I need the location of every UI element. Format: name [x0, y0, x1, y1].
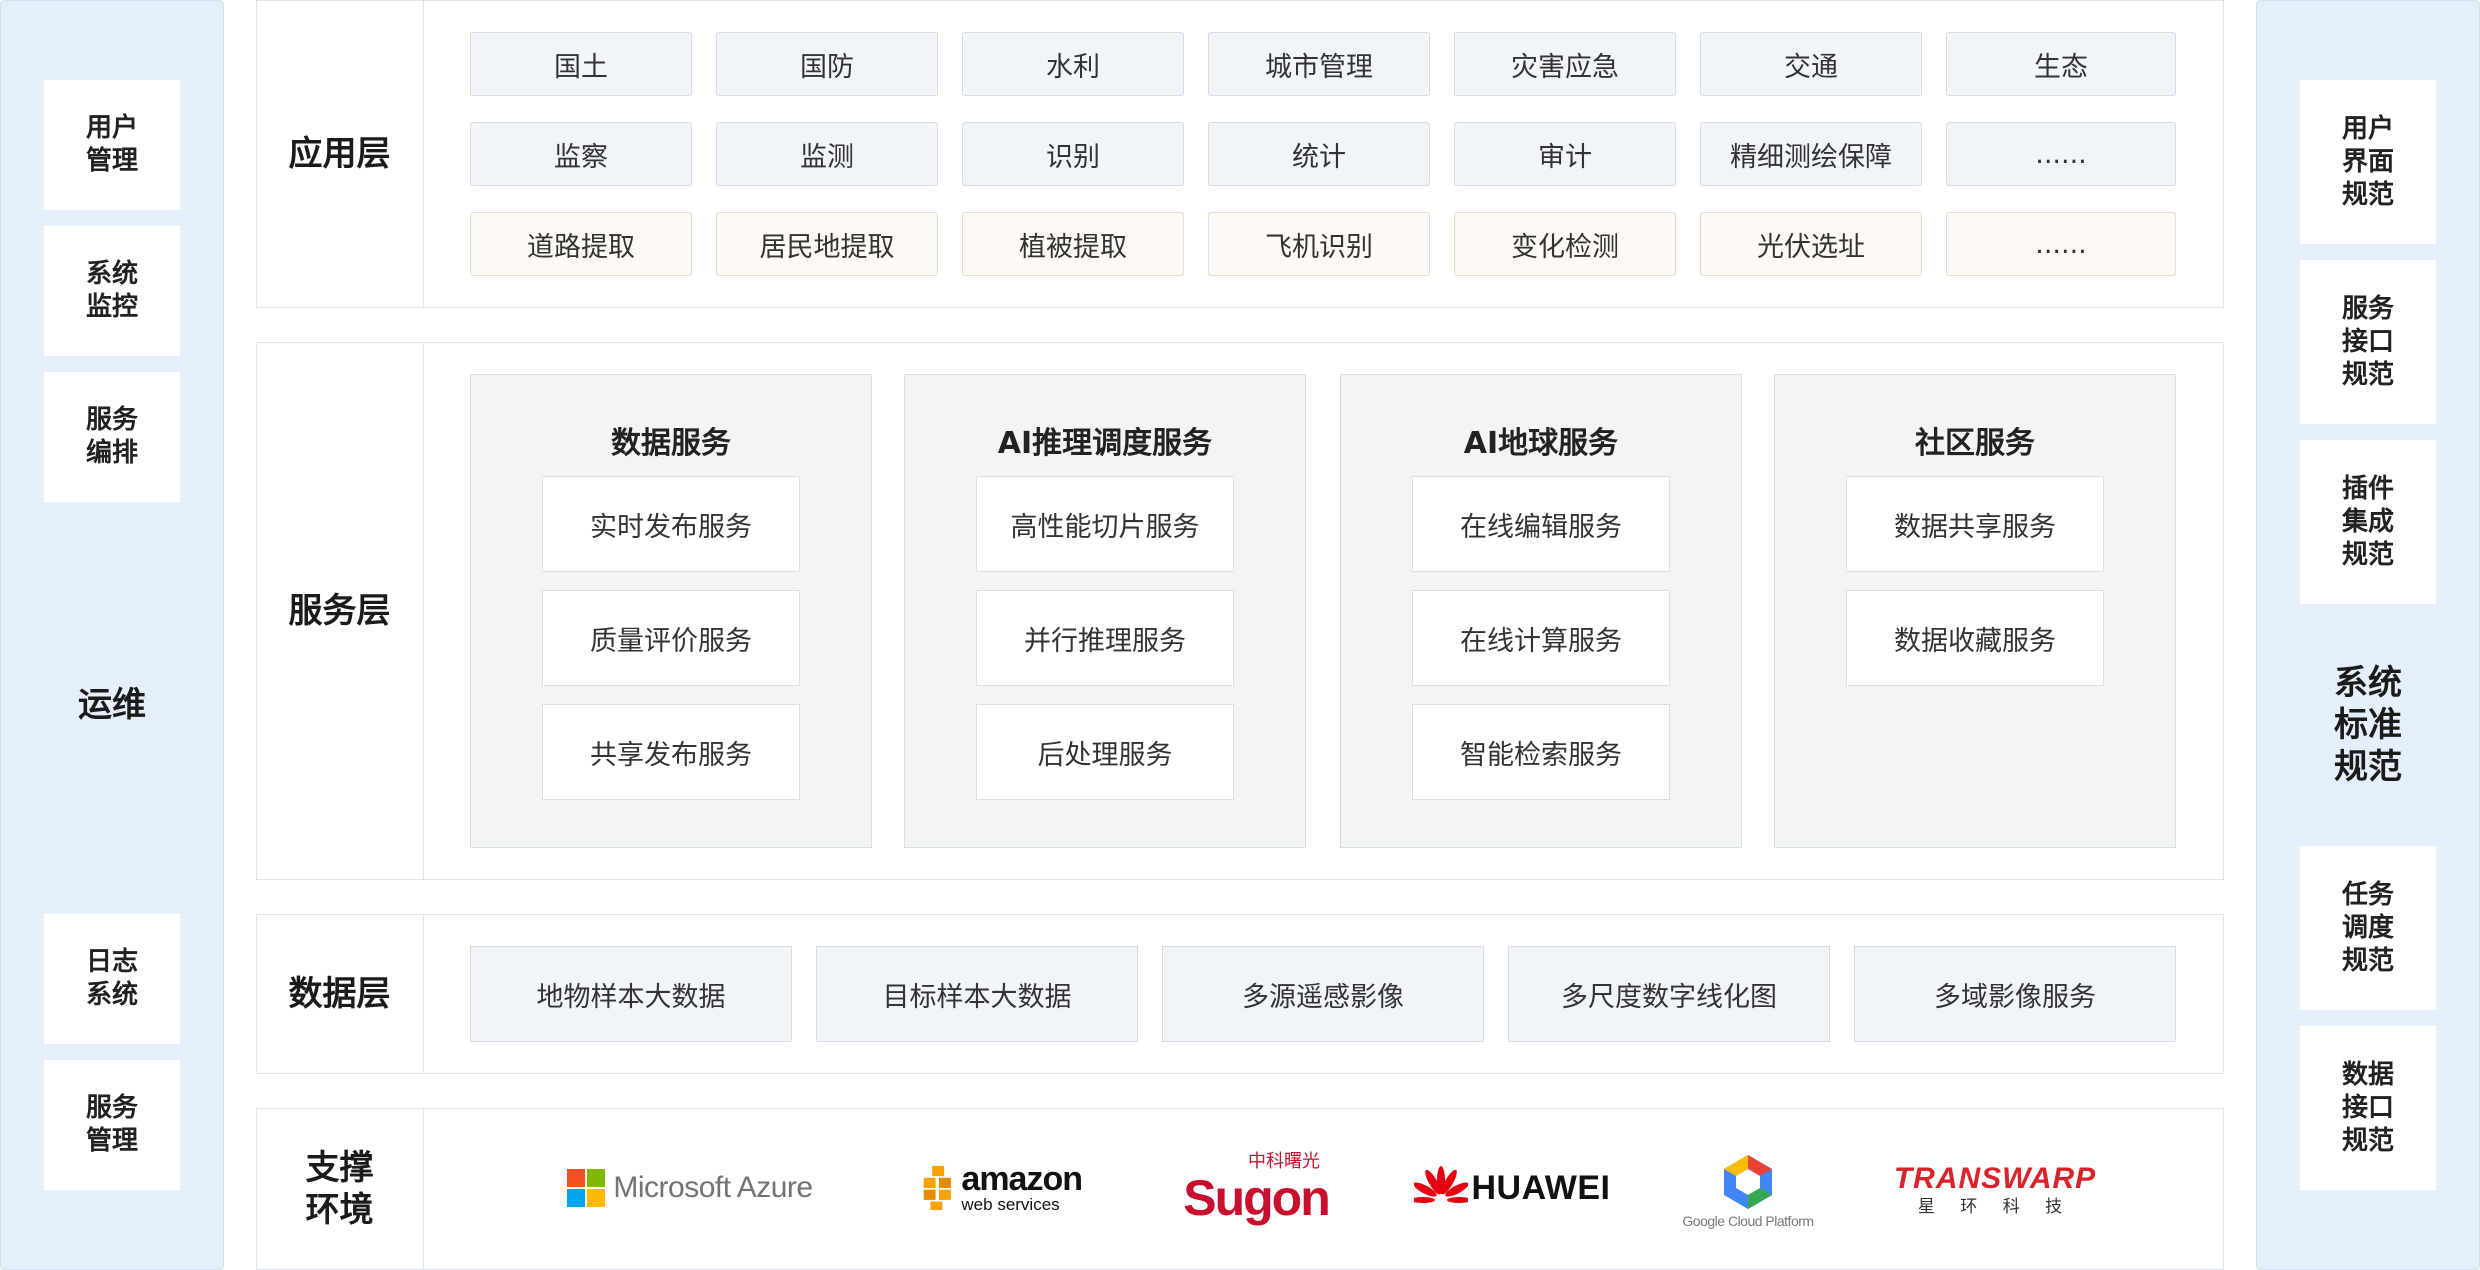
- ops-card-4[interactable]: 服务 管理: [44, 1060, 180, 1190]
- data-tile[interactable]: 目标样本大数据: [816, 946, 1138, 1042]
- app-tile[interactable]: 审计: [1454, 122, 1676, 186]
- service-group-title: 社区服务: [1915, 426, 2035, 461]
- service-item[interactable]: 在线编辑服务: [1412, 476, 1670, 572]
- transwarp-logo-text: TRANSWARP: [1893, 1162, 2097, 1195]
- service-item[interactable]: 并行推理服务: [976, 590, 1234, 686]
- app-tile[interactable]: 灾害应急: [1454, 32, 1676, 96]
- data-tile[interactable]: 多源遥感影像: [1162, 946, 1484, 1042]
- service-item[interactable]: 质量评价服务: [542, 590, 800, 686]
- app-tile[interactable]: 城市管理: [1208, 32, 1430, 96]
- operations-column: [0, 0, 224, 1270]
- service-layer-label: 服务层: [256, 342, 424, 880]
- google-cloud-logo-text: Google Cloud Platform: [1682, 1213, 1814, 1229]
- app-tile[interactable]: 统计: [1208, 122, 1430, 186]
- aws-cubes-icon: [923, 1165, 951, 1211]
- amazon-logo-text: amazon: [961, 1160, 1083, 1198]
- sugon-logo-text: Sugon: [1183, 1170, 1331, 1226]
- ops-card-3[interactable]: 日志 系统: [44, 914, 180, 1044]
- support-layer-label: 支撑 环境: [256, 1108, 424, 1270]
- aws-logo-subtext: web services: [961, 1195, 1060, 1214]
- app-tile[interactable]: 水利: [962, 32, 1184, 96]
- service-item[interactable]: 数据收藏服务: [1846, 590, 2104, 686]
- sugon-logo: 中科曙光 Sugon: [1183, 1148, 1331, 1228]
- microsoft-azure-logo: Microsoft Azure: [560, 1160, 820, 1216]
- app-tile[interactable]: 精细测绘保障: [1700, 122, 1922, 186]
- data-tile[interactable]: 地物样本大数据: [470, 946, 792, 1042]
- standard-card-1[interactable]: 服务 接口 规范: [2300, 260, 2436, 424]
- sugon-logo-chinese: 中科曙光: [1248, 1151, 1320, 1172]
- app-tile[interactable]: 光伏选址: [1700, 212, 1922, 276]
- ops-card-0[interactable]: 用户 管理: [44, 80, 180, 210]
- service-item[interactable]: 高性能切片服务: [976, 476, 1234, 572]
- service-item[interactable]: 在线计算服务: [1412, 590, 1670, 686]
- service-item[interactable]: 智能检索服务: [1412, 704, 1670, 800]
- amazon-web-services-logo: amazon web services: [922, 1156, 1083, 1220]
- app-tile[interactable]: 国土: [470, 32, 692, 96]
- app-tile[interactable]: 监测: [716, 122, 938, 186]
- standard-card-4[interactable]: 数据 接口 规范: [2300, 1026, 2436, 1190]
- app-tile[interactable]: 飞机识别: [1208, 212, 1430, 276]
- service-item[interactable]: 实时发布服务: [542, 476, 800, 572]
- app-tile[interactable]: 植被提取: [962, 212, 1184, 276]
- app-tile[interactable]: 监察: [470, 122, 692, 186]
- data-tile[interactable]: 多域影像服务: [1854, 946, 2176, 1042]
- ops-card-2[interactable]: 服务 编排: [44, 372, 180, 502]
- huawei-logo-text: HUAWEI: [1471, 1168, 1611, 1207]
- google-cloud-platform-logo: Google Cloud Platform: [1668, 1146, 1828, 1234]
- service-group-title: 数据服务: [611, 426, 731, 461]
- app-tile[interactable]: 道路提取: [470, 212, 692, 276]
- ops-card-1[interactable]: 系统 监控: [44, 226, 180, 356]
- transwarp-logo: TRANSWARP 星 环 科 技: [1880, 1158, 2110, 1222]
- app-tile[interactable]: 交通: [1700, 32, 1922, 96]
- data-tile[interactable]: 多尺度数字线化图: [1508, 946, 1830, 1042]
- app-tile[interactable]: 国防: [716, 32, 938, 96]
- app-tile[interactable]: 变化检测: [1454, 212, 1676, 276]
- app-tile[interactable]: 识别: [962, 122, 1184, 186]
- standard-card-3[interactable]: 任务 调度 规范: [2300, 846, 2436, 1010]
- application-layer-label: 应用层: [256, 0, 424, 308]
- standards-title: 系统 标准 规范: [2334, 663, 2402, 787]
- service-item[interactable]: 后处理服务: [976, 704, 1234, 800]
- standard-card-2[interactable]: 插件 集成 规范: [2300, 440, 2436, 604]
- service-group-title: AI地球服务: [1463, 426, 1619, 461]
- operations-title: 运维: [78, 685, 146, 725]
- app-tile[interactable]: ......: [1946, 122, 2176, 186]
- standard-card-0[interactable]: 用户 界面 规范: [2300, 80, 2436, 244]
- google-cloud-hexagon-icon: [1724, 1155, 1772, 1209]
- transwarp-logo-chinese: 星 环 科 技: [1917, 1197, 2073, 1217]
- service-item[interactable]: 共享发布服务: [542, 704, 800, 800]
- microsoft-windows-icon: [567, 1169, 606, 1207]
- huawei-flower-icon: [1413, 1166, 1468, 1203]
- app-tile[interactable]: 生态: [1946, 32, 2176, 96]
- app-tile[interactable]: 居民地提取: [716, 212, 938, 276]
- service-group-title: AI推理调度服务: [997, 426, 1213, 461]
- service-item[interactable]: 数据共享服务: [1846, 476, 2104, 572]
- huawei-logo: HUAWEI: [1412, 1160, 1612, 1216]
- app-tile[interactable]: ......: [1946, 212, 2176, 276]
- azure-logo-text: Microsoft Azure: [613, 1171, 813, 1204]
- data-layer-label: 数据层: [256, 914, 424, 1074]
